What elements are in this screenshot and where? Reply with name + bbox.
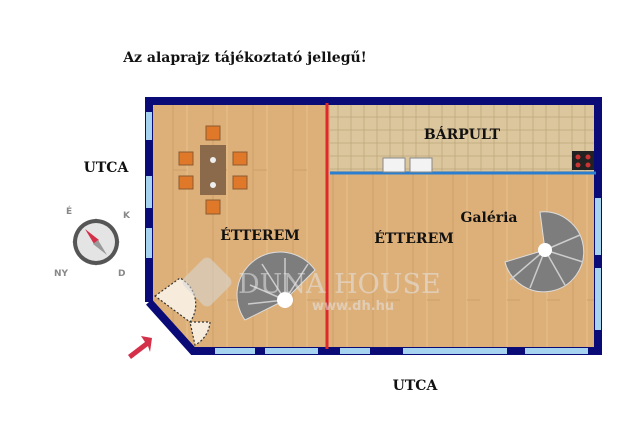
room-label-gallery: Galéria — [460, 210, 517, 226]
sink-icon — [409, 157, 433, 173]
watermark: DUNA HOUSE www.dh.hu — [182, 257, 441, 314]
sink-icon — [382, 157, 406, 173]
room-label-restaurant-right: ÉTTEREM — [374, 229, 453, 247]
compass-west: NY — [54, 269, 69, 279]
compass-icon: É K D NY — [54, 205, 131, 279]
stove-icon — [572, 151, 594, 170]
room-label-restaurant-left: ÉTTEREM — [220, 226, 299, 244]
spiral-stair-right-icon — [504, 211, 585, 293]
dining-table-icon — [178, 125, 248, 215]
watermark-url: www.dh.hu — [312, 299, 394, 314]
room-label-bar: BÁRPULT — [424, 125, 501, 143]
street-label-bottom: UTCA — [393, 378, 439, 394]
compass-north: É — [66, 205, 72, 217]
watermark-brand: DUNA HOUSE — [238, 269, 441, 300]
watermark-logo — [182, 257, 232, 307]
street-label-left: UTCA — [84, 160, 130, 176]
bar-tile-area — [330, 103, 596, 171]
compass-east: K — [123, 211, 131, 221]
entrance-arrow-icon — [128, 336, 152, 359]
windows — [146, 112, 601, 354]
spiral-stair-left-icon — [236, 251, 316, 321]
entrance-door-icon — [153, 277, 211, 346]
disclaimer-note: Az alaprajz tájékoztató jellegű! — [122, 50, 367, 66]
compass-south: D — [118, 269, 125, 279]
